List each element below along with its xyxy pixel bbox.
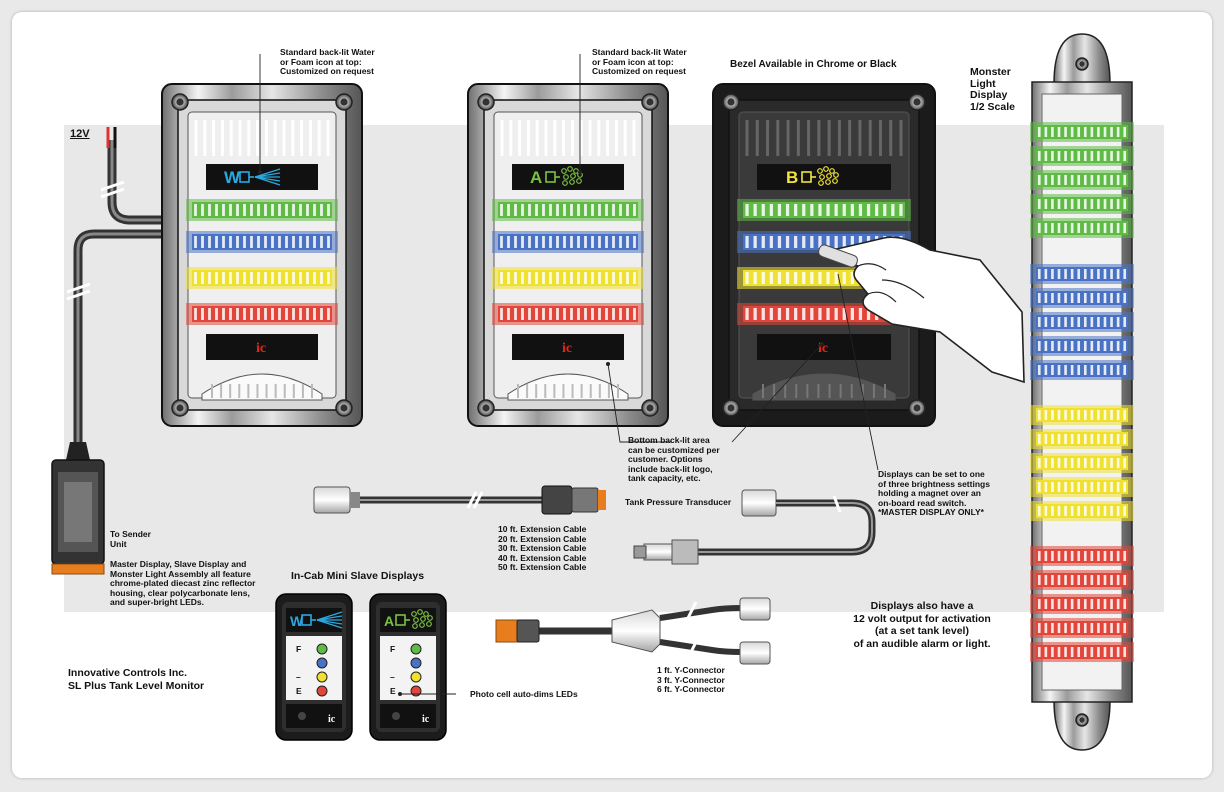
bottom-backlit-window [757,334,891,360]
photo-cell-note: Photo cell auto-dims LEDs [470,689,578,699]
mini-scale-label: E [296,686,302,696]
mini-display-letter: A [384,613,394,629]
ic-logo-icon: ic [818,341,828,356]
company-title: Innovative Controls Inc. SL Plus Tank Le… [68,667,205,692]
display-letter: A [530,168,542,187]
features-note: Master Display, Slave Display and Monste… [110,559,256,607]
mini-slave-water: W F – Eic [275,593,353,741]
hand-icon [818,236,1025,384]
extension-cable [313,485,606,515]
mini-scale-label: F [390,644,395,654]
water-icon [239,168,281,186]
display-letter: W [224,168,241,187]
mini-scale-label: E [390,686,396,696]
mini-scale-label: – [390,672,395,682]
top-backlit-note-1: Standard back-lit Water or Foam icon at … [280,47,375,76]
mini-scale-label: – [296,672,301,682]
y-connector [495,597,771,665]
bezel-note: Bezel Available in Chrome or Black [730,59,897,70]
mini-slave-title: In-Cab Mini Slave Displays [291,570,425,582]
foam-icon [395,609,433,629]
tank-pressure-label: Tank Pressure Transducer [625,497,732,507]
foam-icon [801,166,839,186]
top-backlit-note-2: Standard back-lit Water or Foam icon at … [592,47,687,76]
bottom-backlit-window [512,334,624,360]
bottom-backlit-window [206,334,318,360]
leader-lines [259,54,879,695]
mini-slave-a: A F – Eic [369,593,447,741]
monster-title: Monster Light Display 1/2 Scale [970,66,1015,113]
ic-logo-icon: ic [562,341,572,356]
mini-scale-label: F [296,644,301,654]
extension-cables-list: 10 ft. Extension Cable 20 ft. Extension … [498,524,587,572]
leader-dots [258,170,824,696]
y-connector-list: 1 ft. Y-Connector 3 ft. Y-Connector 6 ft… [657,665,725,694]
master-only-note: *MASTER DISPLAY ONLY* [878,507,984,517]
to-sender-label: To Sender Unit [110,529,151,549]
power-label: 12V [70,128,90,140]
photo-cell [392,712,400,720]
ic-logo-icon: ic [328,714,336,725]
slave-display: Aic [467,83,669,427]
alarm-output-note: Displays also have a 12 volt output for … [853,600,991,650]
ic-logo-icon: ic [256,341,266,356]
monster-light-display [1030,33,1134,751]
transducer-cable [633,489,876,565]
ic-logo-icon: ic [422,714,430,725]
water-icon [301,611,343,629]
brightness-note: Displays can be set to one of three brig… [878,469,990,508]
left-cable-assembly [51,127,166,575]
photo-cell [298,712,306,720]
bottom-area-note: Bottom back-lit area can be customized p… [628,435,720,483]
mini-display-letter: W [290,613,304,629]
master-display: Wic [161,83,363,427]
display-letter: B [786,168,798,187]
